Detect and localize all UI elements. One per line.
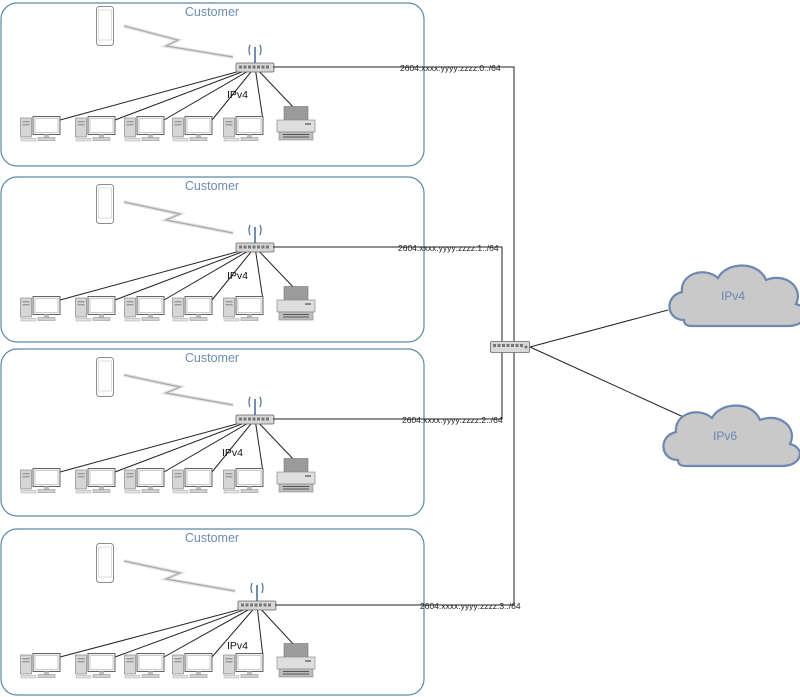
link-to-ipv4-cloud [529,309,669,348]
ipv4-label: IPv4 [227,640,248,652]
internet-cloud-1 [662,404,800,468]
lan-wire [256,604,264,658]
customer-title: Customer [185,179,239,193]
lan-wire [211,604,258,658]
mobile-phone-icon [96,543,114,583]
ipv4-label: IPv4 [222,447,243,459]
uplink-wire [273,351,503,420]
ipv4-label: IPv4 [227,270,248,282]
lan-wire-printer [256,604,297,648]
lan-wire-printer [254,246,297,291]
lan-wire [163,604,258,658]
network-switch-icon [490,341,530,353]
internet-cloud-0 [668,264,800,328]
lan-wire-printer [254,66,297,111]
customer-site-boundary [0,2,425,167]
lan-wire [59,66,256,121]
ipv4-label: IPv4 [227,89,248,101]
subnet-prefix-label: 2604:xxxx:yyyy:zzzz:3::/64 [420,601,521,611]
mobile-phone-icon [96,357,114,397]
subnet-prefix-label: 2604:xxxx:yyyy:zzzz:0::/64 [400,63,501,73]
link-to-ipv6-cloud [529,346,691,421]
lan-wire [163,418,256,473]
lan-wire [254,66,264,121]
lan-wire [114,604,258,658]
lan-wire [211,66,256,121]
lan-wire [211,246,256,301]
customer-title: Customer [185,351,239,365]
lan-wire [163,66,256,121]
cloud-icon [662,404,800,468]
customer-site-boundary [0,176,425,343]
wireless-link-glow [123,373,234,407]
customer-site-boundary [0,348,425,517]
uplink-wire [273,246,503,351]
lan-wire [254,246,264,301]
mobile-phone-icon [96,184,114,224]
lan-wire [114,418,256,473]
lan-wire-printer [254,418,297,463]
uplink-wire [273,66,515,351]
mobile-phone-icon [96,6,114,46]
cloud-icon [668,264,800,328]
wireless-link-glow [123,200,234,235]
lan-wire [114,246,256,301]
lan-wire [211,418,256,473]
lan-wire [59,418,256,473]
cloud-label: IPv4 [721,289,745,303]
lan-wire [59,246,256,301]
wireless-link-glow [123,24,234,59]
customer-title: Customer [185,531,239,545]
lan-wire [59,604,258,658]
uplink-wire [275,351,515,606]
customer-title: Customer [185,5,239,19]
lan-wire [163,246,256,301]
wireless-link-glow [123,559,236,593]
lan-wire [114,66,256,121]
subnet-prefix-label: 2604:xxxx:yyyy:zzzz:2::/64 [402,415,503,425]
cloud-label: IPv6 [713,429,737,443]
subnet-prefix-label: 2604:xxxx:yyyy:zzzz:1::/64 [398,243,499,253]
customer-site-boundary [0,528,425,696]
lan-wire [254,418,264,473]
